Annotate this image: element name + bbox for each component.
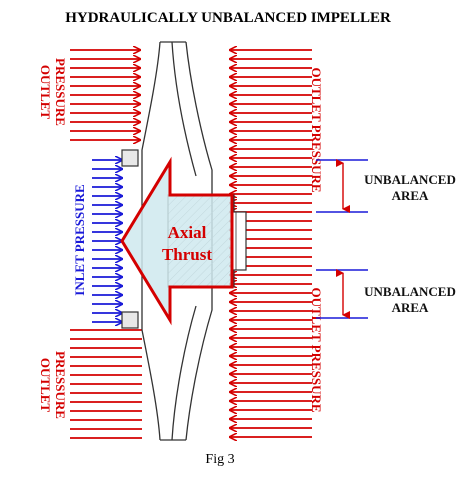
svg-text:INLET PRESSURE: INLET PRESSURE [72,184,87,295]
svg-text:OUTLET PRESSURE: OUTLET PRESSURE [309,287,324,412]
axial-thrust-arrow [120,156,234,326]
svg-text:OUTLET PRESSURE: OUTLET PRESSURE [309,67,324,192]
outlet-arrows-left-bottom [70,329,142,439]
inlet-arrows [92,160,122,322]
inlet-pressure-label: INLET PRESSURE [72,184,87,295]
outlet-arrows-left-top [70,50,140,140]
outlet-pressure-label-right-bottom: OUTLET PRESSURE [309,287,324,412]
outlet-pressure-label-bottom-left: OUTLET PRESSURE [38,351,68,419]
svg-text:OUTLET: OUTLET [38,65,53,120]
svg-text:PRESSURE: PRESSURE [53,58,68,126]
outlet-pressure-label-top-left: OUTLET PRESSURE [38,58,68,126]
unbalanced-area-label-top-2: AREA [392,188,429,203]
wear-rings [121,149,139,329]
unbalanced-area-label-bottom-2: AREA [392,300,429,315]
svg-text:OUTLET: OUTLET [38,358,53,413]
unbalanced-area-dimension-top [316,159,368,213]
axial-thrust-label-2: Thrust [162,245,212,264]
diagram-title: HYDRAULICALLY UNBALANCED IMPELLER [65,10,391,26]
unbalanced-area-dimension-bottom [316,269,368,319]
unbalanced-area-label-top-1: UNBALANCED [364,172,456,187]
figure-caption: Fig 3 [205,452,234,467]
svg-text:PRESSURE: PRESSURE [53,351,68,419]
outlet-pressure-label-right-top: OUTLET PRESSURE [309,67,324,192]
axial-thrust-label-1: Axial [168,223,207,242]
unbalanced-area-label-bottom-1: UNBALANCED [364,284,456,299]
